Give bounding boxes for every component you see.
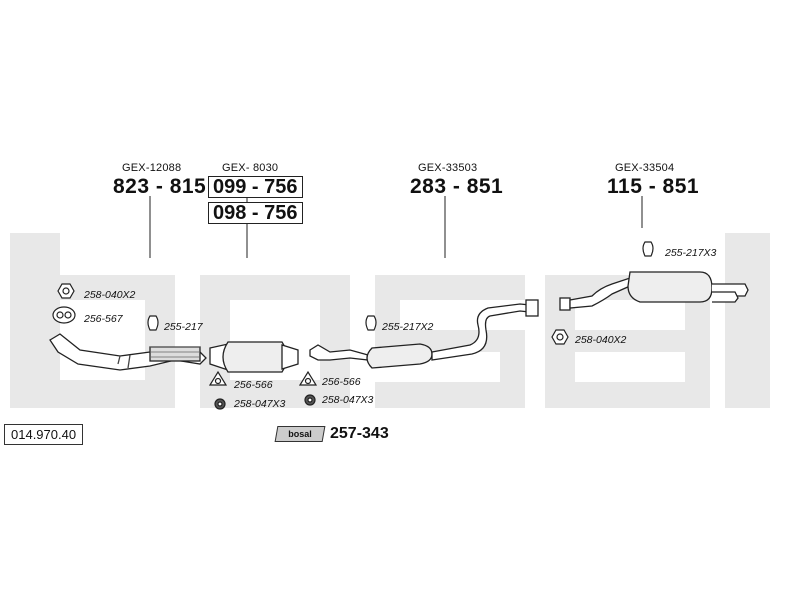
- reference-number: 014.970.40: [4, 424, 84, 445]
- clamp-icon: [147, 315, 159, 331]
- intermediate-pipe: [309, 344, 369, 361]
- middle-silencer: [366, 299, 539, 369]
- clamp-icon: [642, 241, 654, 257]
- part-gex-code: GEX-12088: [122, 162, 182, 174]
- fitting-label: 256-566: [234, 379, 273, 391]
- kit-number: 257-343: [330, 425, 389, 442]
- bosal-logo-icon: bosal: [274, 426, 326, 442]
- part-number: 283 - 851: [410, 175, 504, 198]
- fitting-label: 258-040X2: [575, 334, 627, 346]
- fitting-label: 255-217X2: [382, 321, 434, 333]
- part-gex-code: GEX- 8030: [222, 162, 279, 174]
- gasket-icon: [52, 306, 76, 324]
- rear-silencer: [559, 271, 749, 311]
- front-pipe: [49, 333, 207, 371]
- part-gex-code: GEX-33504: [615, 162, 675, 174]
- part-gex-code: GEX-33503: [418, 162, 478, 174]
- part-number-box: 099 - 756: [208, 176, 303, 198]
- part-number: 823 - 815: [113, 175, 207, 198]
- fitting-label: 255-217X3: [665, 247, 717, 259]
- clamp-icon: [365, 315, 377, 331]
- fitting-label: 256-566: [322, 376, 361, 388]
- part-number-box: 098 - 756: [208, 202, 303, 224]
- fitting-label: 258-047X3: [322, 394, 374, 406]
- fitting-label: 258-047X3: [234, 398, 286, 410]
- fitting-label: 255-217: [164, 321, 203, 333]
- catalytic-converter: [209, 341, 299, 373]
- kit-logo-text: bosal: [288, 429, 312, 439]
- fitting-label: 256-567: [84, 313, 123, 325]
- fitting-label: 258-040X2: [84, 289, 136, 301]
- part-number: 115 - 851: [607, 175, 700, 198]
